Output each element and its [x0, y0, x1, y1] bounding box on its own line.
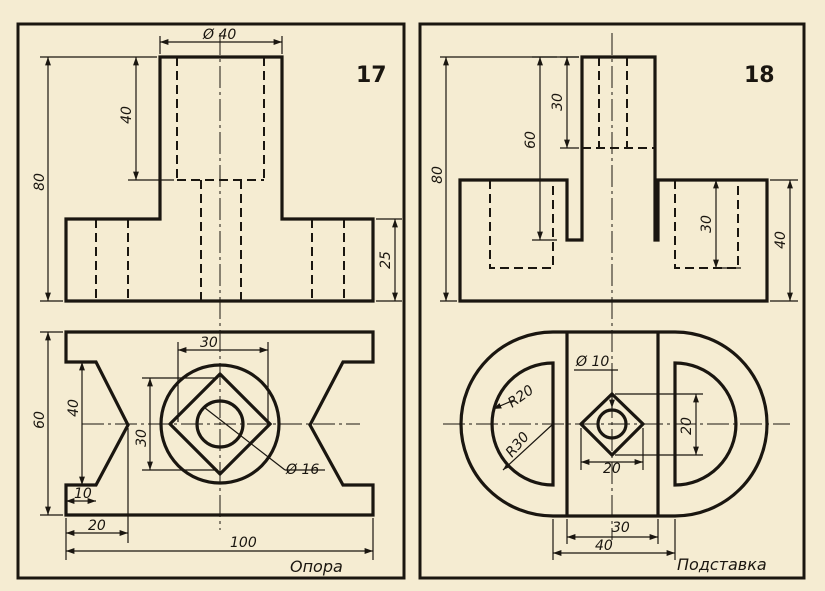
dim-20-17: 20 — [88, 518, 106, 534]
dim-30w-18: 30 — [612, 520, 630, 536]
panel-18-frame — [418, 22, 806, 580]
leader-d16-17 — [204, 407, 286, 471]
dim-80-18: 80 — [430, 166, 446, 184]
front-outline-18 — [458, 55, 769, 303]
dim-25-17: 25 — [378, 251, 394, 269]
plan-pocket-left-18 — [490, 361, 555, 487]
hidden-pocket-right-18 — [674, 180, 739, 269]
dim-30pocket-18: 30 — [699, 215, 715, 233]
top-view-18 — [443, 330, 790, 518]
panel-18: 18 Подставка — [418, 22, 806, 580]
panel-17-title: Опора — [290, 557, 343, 576]
panel-17: 17 Опора — [16, 22, 406, 580]
dimensions-17: Ø 40 80 40 25 30 30 — [32, 27, 402, 560]
dim-30v-17: 30 — [134, 429, 150, 447]
panel-18-number: 18 — [744, 63, 775, 88]
dim-100-17: 100 — [230, 535, 257, 551]
dim-40c-17: 40 — [66, 399, 82, 417]
dim-80-17: 80 — [32, 173, 48, 191]
top-view-17 — [64, 330, 375, 517]
dimensions-18: 30 60 80 30 40 Ø 10 R20 — [430, 56, 798, 560]
dim-40w-18: 40 — [595, 538, 613, 554]
plan-square-18 — [578, 391, 646, 458]
panel-17-number: 17 — [356, 63, 387, 88]
plan-outline-18 — [459, 330, 769, 518]
leader-r30-18 — [502, 423, 554, 471]
dim-d16-17: Ø 16 — [285, 462, 319, 478]
plan-square-17 — [167, 371, 273, 477]
hidden-pocket-left-18 — [489, 180, 554, 269]
plan-outline-17 — [64, 330, 375, 517]
plan-pocket-right-18 — [673, 361, 738, 487]
dim-20h-18: 20 — [603, 461, 621, 477]
leader-r20-18 — [492, 399, 515, 410]
dim-d10-18: Ø 10 — [575, 354, 609, 370]
dim-30h-17: 30 — [200, 335, 218, 351]
panel-18-title: Подставка — [677, 555, 767, 574]
dim-20v-18: 20 — [679, 417, 695, 435]
dim-10-17: 10 — [74, 486, 92, 502]
dim-40-17: 40 — [119, 106, 135, 124]
dim-60-18: 60 — [523, 131, 539, 149]
panel-17-frame — [16, 22, 406, 580]
dim-r30-18: R30 — [503, 429, 533, 460]
dim-30slot-18: 30 — [550, 93, 566, 111]
dim-r20-18: R20 — [505, 382, 537, 411]
dim-60-17: 60 — [32, 411, 48, 429]
dim-40base-18: 40 — [773, 231, 789, 249]
dim-d40-17: Ø 40 — [202, 27, 236, 43]
